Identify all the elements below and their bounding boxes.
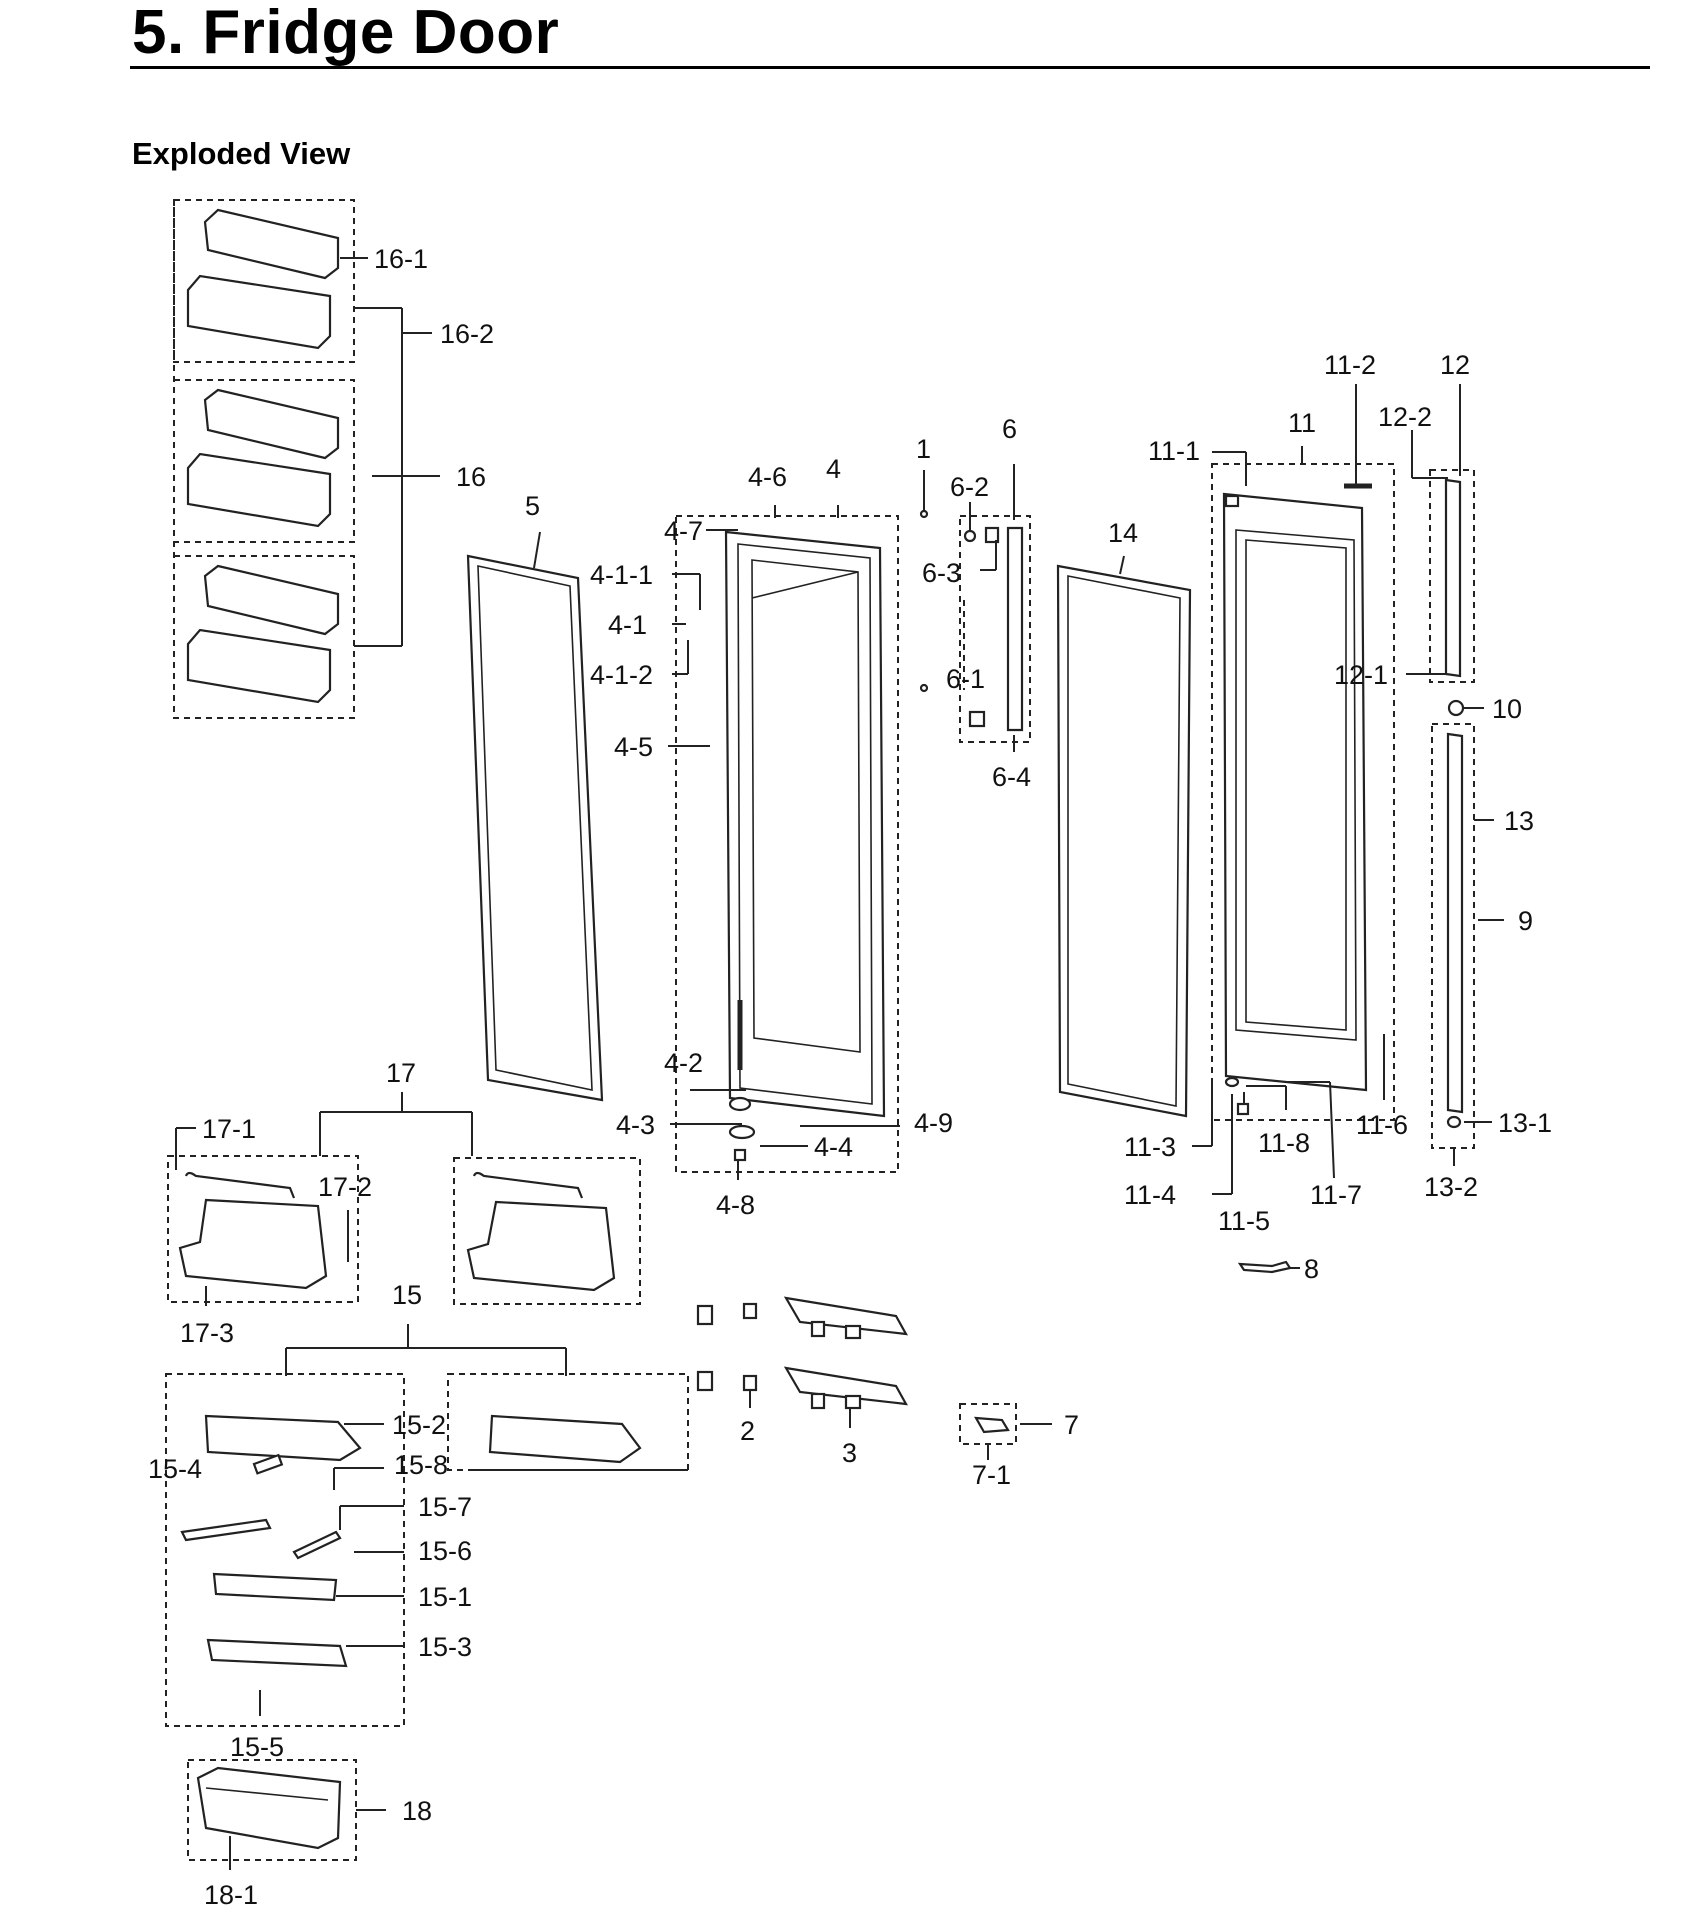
label-6-2: 6-2 [950,472,989,502]
label-15-5: 15-5 [230,1732,284,1762]
label-16: 16 [456,462,486,492]
label-11-5: 11-5 [1218,1206,1270,1236]
label-11-1: 11-1 [1148,436,1200,466]
label-11: 11 [1288,408,1316,438]
label-4-1-1: 4-1-1 [590,560,653,590]
label-11-3: 11-3 [1124,1132,1176,1162]
bracket-group-6: 1 6-2 6 6-3 6-1 6-4 [916,414,1031,792]
label-11-6: 11-6 [1356,1110,1408,1140]
label-4-2: 4-2 [664,1048,703,1078]
shelf-assembly-15: 15 15-2 15-4 15-8 15-7 15-6 15-1 15-3 15… [148,1280,689,1762]
label-4: 4 [826,454,841,484]
label-6-4: 6-4 [992,762,1031,792]
label-18: 18 [402,1796,432,1826]
label-17-3: 17-3 [180,1318,234,1348]
label-16-2: 16-2 [440,319,494,349]
label-6-1: 6-1 [946,664,985,694]
label-13: 13 [1504,806,1534,836]
label-5: 5 [525,491,540,521]
label-7: 7 [1064,1410,1079,1440]
label-1: 1 [916,434,931,464]
section-subtitle: Exploded View [132,136,351,171]
title-rule [130,66,1650,69]
label-15-8: 15-8 [394,1450,448,1480]
door-assembly-4: 4-7 4-6 4 4-1-1 4-1 4-1-2 4-5 4-2 4-3 4-… [590,454,953,1220]
label-13-1: 13-1 [1498,1108,1552,1138]
label-6: 6 [1002,414,1017,444]
compartment-group-17: 17 17-1 17-2 17-3 [167,1058,641,1348]
label-13-2: 13-2 [1424,1172,1478,1202]
bin-group-16: 16-1 16-2 16 [173,199,494,719]
label-11-7: 11-7 [1310,1180,1362,1210]
label-11-4: 11-4 [1124,1180,1176,1210]
label-4-7: 4-7 [664,516,703,546]
label-12-2: 12-2 [1378,402,1432,432]
label-10: 10 [1492,694,1522,724]
label-4-9: 4-9 [914,1108,953,1138]
label-15-7: 15-7 [418,1492,472,1522]
label-15: 15 [392,1280,422,1310]
label-18-1: 18-1 [204,1880,258,1910]
label-15-1: 15-1 [418,1582,472,1612]
label-7-1: 7-1 [972,1460,1011,1490]
door-trims-12-13: 12 12-2 12-1 10 13 9 13-1 13-2 [1334,350,1552,1202]
label-15-6: 15-6 [418,1536,472,1566]
door-panel-14: 14 [1056,518,1192,1118]
label-4-1: 4-1 [608,610,647,640]
page-title: 5. Fridge Door [132,0,560,67]
label-4-1-2: 4-1-2 [590,660,653,690]
label-17-2: 17-2 [318,1172,372,1202]
label-11-2: 11-2 [1324,350,1376,380]
label-16-1: 16-1 [374,244,428,274]
label-4-3: 4-3 [616,1110,655,1140]
label-4-5: 4-5 [614,732,653,762]
label-14: 14 [1108,518,1138,548]
label-12-1: 12-1 [1334,660,1388,690]
switch-7: 7 7-1 [959,1403,1079,1490]
label-4-8: 4-8 [716,1190,755,1220]
door-gasket-5: 5 [466,491,604,1102]
label-6-3: 6-3 [922,558,961,588]
label-2: 2 [740,1416,755,1446]
label-9: 9 [1518,906,1533,936]
label-12: 12 [1440,350,1470,380]
label-15-2: 15-2 [392,1410,446,1440]
label-15-3: 15-3 [418,1632,472,1662]
hinge-caps-2-3: 2 3 [696,1296,908,1468]
label-3: 3 [842,1438,857,1468]
label-17: 17 [386,1058,416,1088]
label-17-1: 17-1 [202,1114,256,1144]
outer-door-11: 11-1 11 11-2 11-3 11-8 11-6 11-4 11-7 11… [1124,350,1408,1284]
label-8: 8 [1304,1254,1319,1284]
label-11-8: 11-8 [1258,1128,1310,1158]
label-4-4: 4-4 [814,1132,853,1162]
label-15-4: 15-4 [148,1454,202,1484]
bin-18: 18 18-1 [187,1759,432,1910]
label-4-6: 4-6 [748,462,787,492]
